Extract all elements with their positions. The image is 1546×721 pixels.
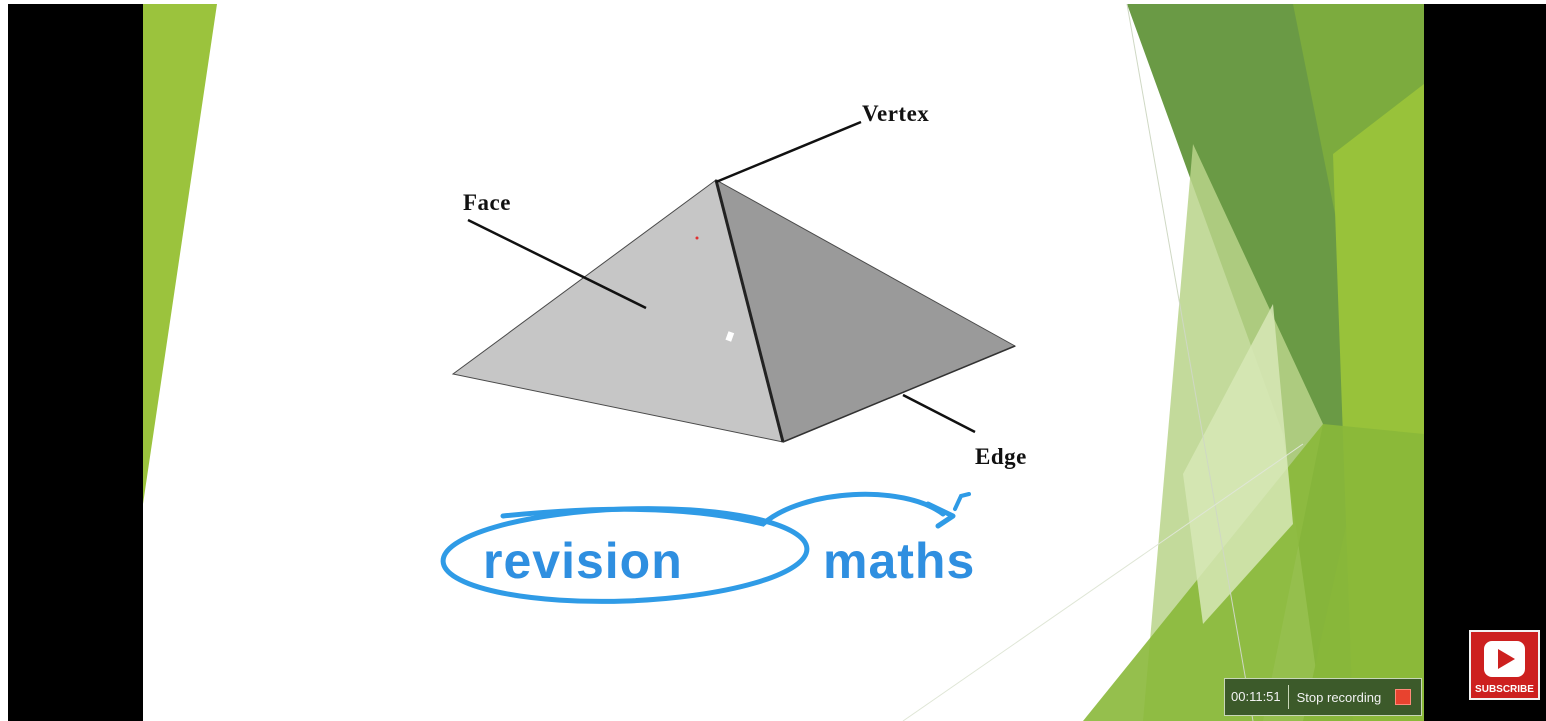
vertex-label: Vertex [862, 101, 930, 126]
recording-toolbar: 00:11:51 Stop recording [1224, 678, 1422, 716]
right-green-shape-bottom [1083, 424, 1424, 721]
stop-square-icon[interactable] [1395, 689, 1412, 705]
logo-word-revision: revision [483, 533, 683, 589]
stop-recording-button[interactable]: Stop recording [1296, 689, 1382, 705]
subscribe-label: SUBSCRIBE [1475, 684, 1534, 695]
recording-timer: 00:11:51 [1225, 685, 1289, 709]
right-letterbox [1424, 4, 1546, 721]
logo-arrow [925, 501, 956, 529]
edge-label: Edge [975, 444, 1027, 469]
logo-tick [953, 492, 971, 511]
red-dot-marker [695, 236, 699, 240]
presentation-slide: Vertex Face Edge revision maths [143, 4, 1424, 721]
play-icon [1484, 641, 1525, 677]
slide-graphics [143, 4, 1424, 721]
logo-word-maths: maths [823, 533, 976, 589]
edge-pointer-line [902, 393, 976, 434]
logo-swoosh [500, 491, 946, 527]
face-pointer-line [467, 218, 647, 310]
face-label: Face [463, 190, 511, 215]
pyramid-base-edge [782, 345, 1016, 443]
left-letterbox [8, 4, 143, 721]
subscribe-button[interactable]: SUBSCRIBE [1469, 630, 1540, 700]
pyramid-edge-line [714, 179, 785, 443]
cursor-marker [725, 331, 735, 342]
decor-line-1 [1126, 4, 1254, 721]
vertex-pointer-line [715, 120, 862, 184]
right-green-shape-pale [1183, 304, 1293, 624]
decor-line-2 [902, 443, 1304, 721]
left-green-accent [143, 4, 217, 504]
